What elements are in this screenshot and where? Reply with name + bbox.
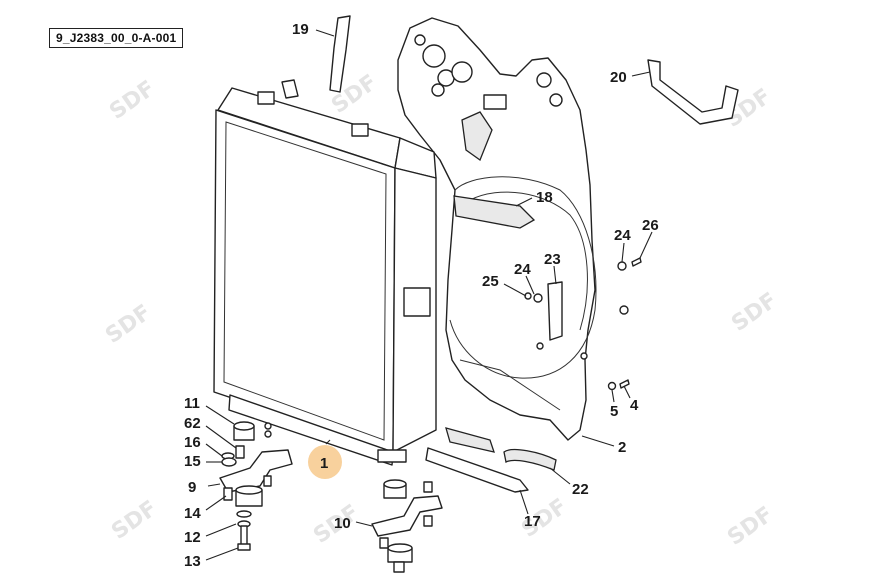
callout-25: 25	[482, 273, 499, 290]
callout-62: 62	[184, 415, 201, 432]
highlight-circle	[308, 445, 342, 479]
callout-5: 5	[610, 403, 618, 420]
callout-17: 17	[524, 513, 541, 530]
callout-9: 9	[188, 479, 196, 496]
cover-plate	[547, 281, 563, 341]
callout-19: 19	[292, 21, 309, 38]
leader-lines	[205, 29, 653, 561]
callout-labels: 19 20 18 24 26 24 23 25 5 4 2 11 62 16 1…	[184, 21, 659, 570]
callout-15: 15	[184, 453, 201, 470]
fan-shroud	[397, 17, 597, 441]
callout-1: 1	[320, 455, 328, 472]
upper-hose	[329, 15, 351, 93]
callout-26: 26	[642, 217, 659, 234]
callout-24-center: 24	[514, 261, 531, 278]
callout-14: 14	[184, 505, 201, 522]
callout-12: 12	[184, 529, 201, 546]
fasteners	[524, 257, 642, 391]
callout-22: 22	[572, 481, 589, 498]
callout-20: 20	[610, 69, 627, 86]
drawing-reference-code: 9_J2383_00_0-A-001	[49, 28, 184, 48]
center-lower-mount	[371, 479, 443, 573]
callout-2: 2	[618, 439, 626, 456]
support-bracket	[647, 59, 739, 125]
radiator-core	[213, 79, 437, 466]
callout-11: 11	[184, 395, 200, 412]
callout-18: 18	[536, 189, 553, 206]
callout-4: 4	[630, 397, 639, 414]
seal-strip	[453, 195, 536, 229]
callout-24-right: 24	[614, 227, 631, 244]
lower-seal-strips	[425, 427, 557, 493]
left-lower-mount	[219, 421, 293, 551]
callout-13: 13	[184, 553, 201, 570]
callout-10: 10	[334, 515, 351, 532]
callout-23: 23	[544, 251, 561, 268]
callout-16: 16	[184, 434, 201, 451]
